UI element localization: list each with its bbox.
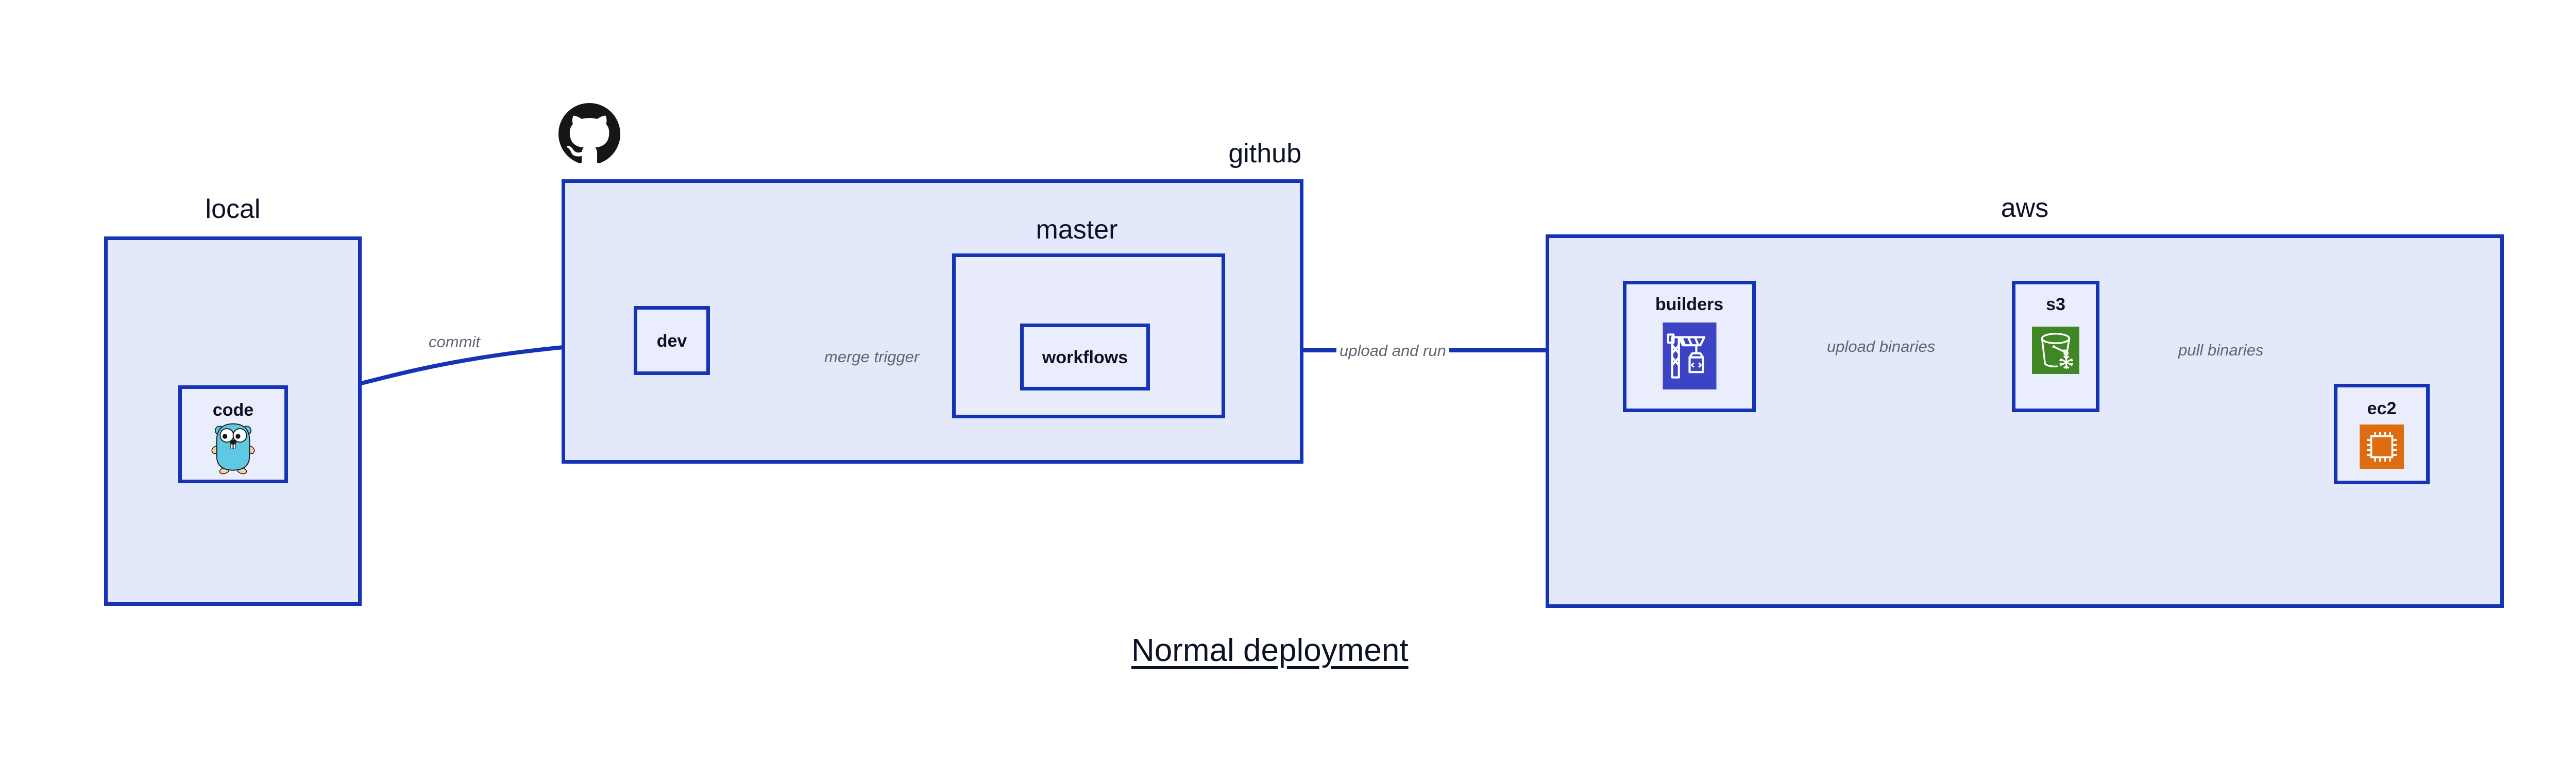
edge-label-commit: commit (426, 334, 483, 350)
node-s3[interactable]: s3 (2012, 281, 2099, 412)
node-label-dev: dev (656, 331, 687, 351)
node-workflows[interactable]: workflows (1020, 324, 1150, 390)
node-label-ec2: ec2 (2367, 399, 2397, 418)
edge-label-pull-binaries: pull binaries (2175, 342, 2267, 358)
group-label-local: local (205, 194, 261, 224)
edge-label-merge-trigger: merge trigger (821, 349, 923, 365)
node-label-workflows: workflows (1042, 348, 1128, 367)
github-octocat-icon (558, 103, 620, 165)
node-code[interactable]: code (178, 385, 288, 483)
node-ec2[interactable]: ec2 (2334, 384, 2430, 484)
aws-s3-icon (2032, 327, 2079, 374)
node-label-builders: builders (1655, 295, 1724, 314)
subgroup-label-master: master (1036, 215, 1118, 245)
diagram-title: Normal deployment (1131, 633, 1409, 668)
go-gopher-icon (209, 421, 258, 475)
node-label-s3: s3 (2046, 295, 2065, 314)
aws-codebuild-icon (1663, 322, 1717, 389)
edge-label-upload-and-run: upload and run (1336, 343, 1449, 359)
aws-ec2-icon (2360, 425, 2404, 469)
node-label-code: code (212, 400, 254, 420)
node-dev[interactable]: dev (634, 306, 710, 375)
node-builders[interactable]: builders (1623, 281, 1756, 412)
edge-label-upload-binaries: upload binaries (1824, 338, 1939, 354)
group-label-github: github (1228, 139, 1301, 168)
group-label-aws: aws (2001, 193, 2049, 223)
